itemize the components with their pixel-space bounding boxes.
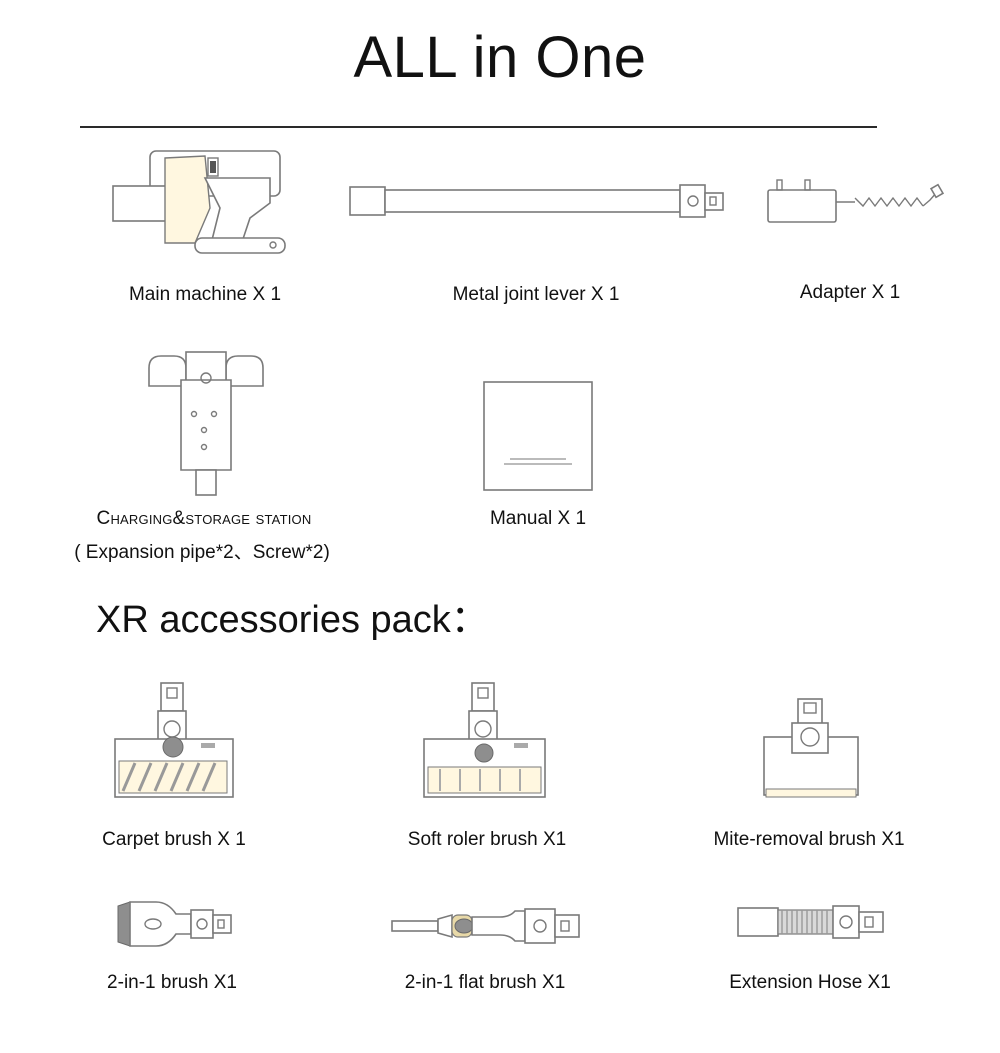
title-divider bbox=[80, 126, 877, 128]
accessory-label-soft-roller-brush: Soft roler brush X1 bbox=[407, 829, 567, 850]
item-label-adapter: Adapter X 1 bbox=[799, 282, 901, 303]
item-label-charging-station: Charging&storage station bbox=[96, 508, 312, 529]
accessory-label-mite-removal-brush: Mite-removal brush X1 bbox=[713, 829, 905, 850]
item-label-manual: Manual X 1 bbox=[489, 508, 587, 529]
page-title: ALL in One bbox=[353, 25, 647, 90]
accessory-label-flat-brush: 2-in-1 flat brush X1 bbox=[404, 972, 566, 993]
carpet-brush-icon bbox=[114, 682, 234, 798]
two-in-one-brush-icon bbox=[117, 901, 232, 947]
power-adapter-icon bbox=[767, 179, 945, 223]
item-label-main-machine: Main machine X 1 bbox=[128, 284, 282, 305]
item-label-joint-lever: Metal joint lever X 1 bbox=[452, 284, 620, 305]
vacuum-main-machine-icon bbox=[112, 150, 286, 254]
accessory-label-carpet-brush: Carpet brush X 1 bbox=[102, 829, 246, 850]
charging-station-icon bbox=[148, 351, 264, 496]
extension-hose-icon bbox=[737, 905, 884, 939]
accessories-section-title: XR accessories pack： bbox=[96, 599, 489, 641]
manual-booklet-icon bbox=[483, 381, 593, 491]
mite-removal-brush-icon bbox=[763, 698, 859, 798]
flat-brush-icon bbox=[391, 908, 580, 944]
item-sublabel-charging-station: ( Expansion pipe*2、Screw*2) bbox=[74, 542, 330, 563]
joint-lever-icon bbox=[349, 184, 724, 218]
soft-roller-brush-icon bbox=[423, 682, 546, 798]
accessory-label-extension-hose: Extension Hose X1 bbox=[729, 972, 891, 993]
accessory-label-two-in-one-brush: 2-in-1 brush X1 bbox=[107, 972, 237, 993]
